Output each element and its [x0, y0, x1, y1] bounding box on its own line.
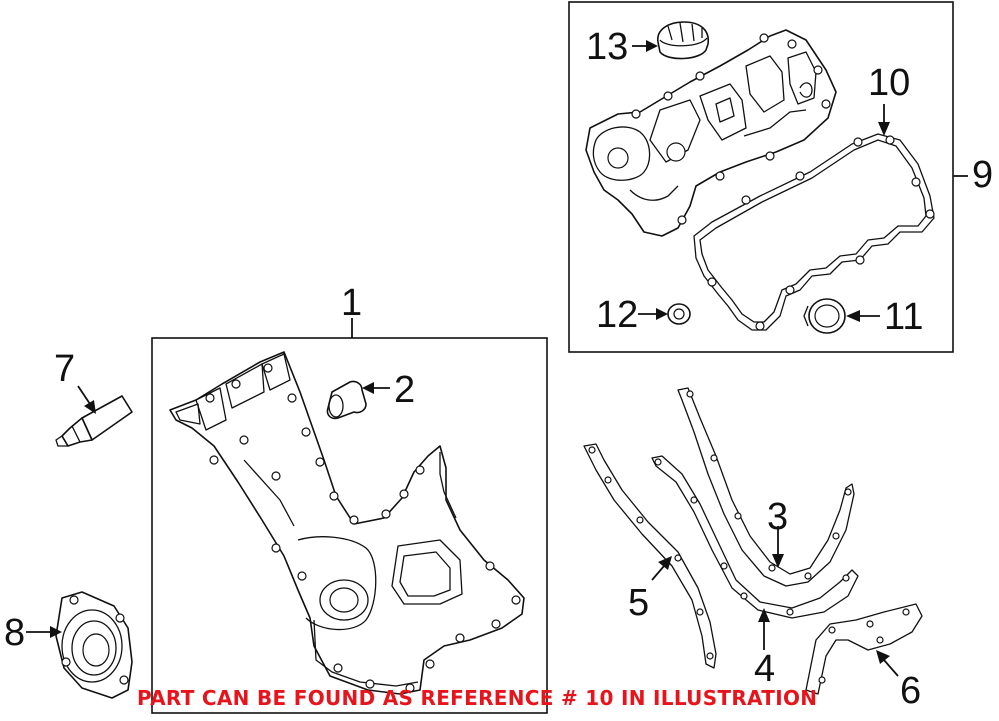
valve-cover — [585, 29, 837, 237]
callout-7: 7 — [54, 348, 76, 390]
callout-13: 13 — [586, 26, 629, 68]
callout-9: 9 — [972, 154, 994, 196]
valve-cover-gasket — [693, 133, 935, 331]
sealant-tube — [55, 395, 133, 447]
valve-cover-group-box — [568, 1, 954, 353]
timing-gasket-side — [583, 443, 717, 669]
crank-seal — [55, 591, 133, 699]
callout-6: 6 — [900, 670, 922, 712]
callout-3: 3 — [767, 496, 789, 538]
callout-10: 10 — [868, 62, 911, 104]
callout-8: 8 — [4, 612, 26, 654]
dowel-pin — [326, 380, 367, 420]
small-seal — [667, 303, 691, 325]
callout-2: 2 — [394, 369, 416, 411]
callout-5: 5 — [628, 582, 650, 624]
oil-filler-cap — [657, 21, 709, 60]
bracket-gasket — [805, 603, 923, 695]
callout-1: 1 — [341, 282, 363, 324]
reference-note: PART CAN BE FOUND AS REFERENCE # 10 IN I… — [137, 686, 818, 710]
tube-seal — [803, 298, 846, 334]
timing-cover — [169, 351, 525, 695]
leader-lines — [26, 40, 968, 677]
timing-gasket-upper — [677, 387, 855, 587]
timing-gasket-middle — [651, 455, 859, 619]
callout-12: 12 — [596, 294, 639, 336]
callout-11: 11 — [884, 296, 924, 338]
callout-4: 4 — [754, 648, 776, 690]
timing-cover-group-box — [151, 337, 548, 714]
